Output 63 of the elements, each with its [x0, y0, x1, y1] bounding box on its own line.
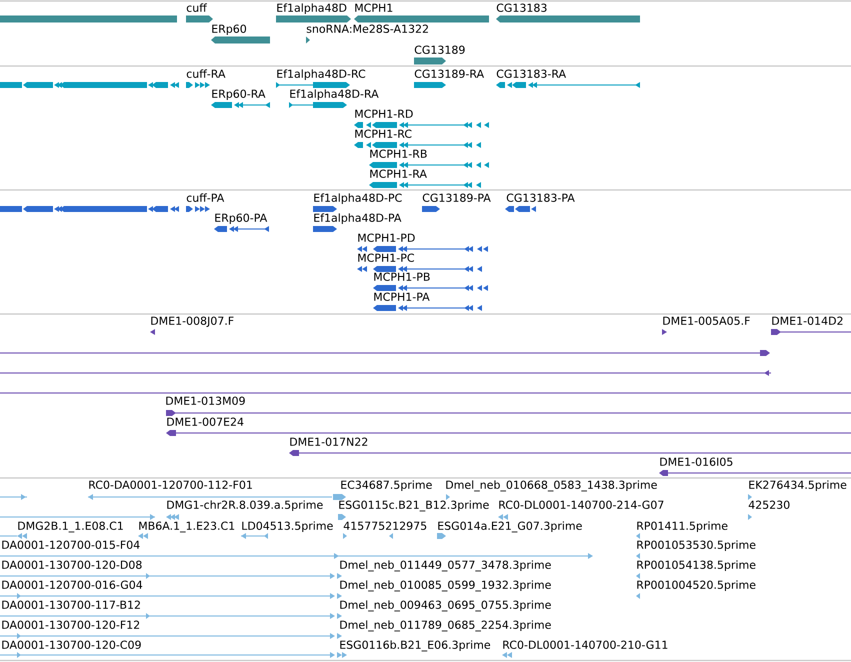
- feature-label: ERp60-PA: [215, 214, 268, 224]
- feature-label: CG13183-PA: [506, 194, 575, 202]
- feature-label: RP001053530.5prime: [637, 540, 756, 552]
- feature-label: Ef1alpha48D: [277, 3, 346, 14]
- feature-label: snoRNA:Me28S-A1322: [306, 24, 428, 33]
- feature-label: EC34687.5prime: [341, 480, 432, 492]
- feature-label: MB6A.1_1.E23.C1: [139, 522, 234, 532]
- feature-label: DA0001-130700-120-D08: [2, 560, 142, 569]
- feature-label: ERp60-RA: [212, 90, 266, 100]
- feature-label: DA0001-130700-117-B12: [2, 600, 140, 609]
- feature-label: Dmel_neb_009463_0695_0755.3prime: [340, 600, 551, 612]
- feature-label: 415775212975: [344, 522, 426, 530]
- feature-label: EK276434.5prime: [749, 480, 846, 492]
- feature-label: RP01411.5prime: [637, 521, 728, 532]
- feature-label: CG13183: [496, 4, 546, 12]
- feature-label: DA0001-120700-016-G04: [2, 580, 142, 589]
- feature-label: DA0001-130700-120-F12: [2, 620, 140, 629]
- feature-label: Dmel_neb_011449_0577_3478.3prime: [340, 560, 551, 572]
- feature-label: DMG2B.1_1.E08.C1: [18, 522, 123, 532]
- feature-label: DMG1-chr2R.8.039.a.5prime: [167, 500, 323, 512]
- feature-label: ESG014a.E21_G07.3prime: [438, 521, 582, 532]
- feature-label: ESG0115c.B21_B12.3prime: [339, 500, 489, 512]
- feature-label: CG13189: [414, 46, 465, 54]
- feature-label: CG13189-PA: [422, 194, 491, 202]
- feature-label: cuff: [186, 3, 207, 12]
- feature-label: RP001054138.5prime: [637, 560, 756, 572]
- feature-label: MCPH1-PC: [358, 254, 414, 262]
- feature-label: RC0-DL0001-140700-214-G07: [499, 500, 664, 509]
- feature-label: Ef1alpha48D-PA: [314, 213, 402, 224]
- feature-label: RP001004520.5prime: [637, 580, 756, 592]
- feature-label: MCPH1-PA: [374, 292, 430, 301]
- feature-label: MCPH1-RD: [355, 110, 413, 118]
- feature-label: 425230: [748, 500, 790, 509]
- feature-label: RC0-DA0001-120700-112-F01: [89, 480, 252, 489]
- feature-label: MCPH1-RB: [370, 150, 427, 158]
- feature-label: cuff-RA: [186, 69, 226, 78]
- feature-label: LD04513.5prime: [242, 521, 333, 532]
- feature-label: CG13189-RA: [414, 70, 484, 78]
- feature-label: DME1-007E24: [167, 418, 244, 426]
- feature-label: MCPH1-RA: [370, 170, 427, 178]
- feature-label: Ef1alpha48D-PC: [314, 193, 402, 204]
- feature-label: DME1-013M09: [166, 396, 245, 405]
- feature-label: ERp60: [212, 24, 246, 36]
- feature-label: DME1-005A05.F: [663, 316, 750, 325]
- feature-label: DA0001-120700-015-F04: [2, 540, 140, 549]
- feature-label: DME1-017N22: [290, 438, 368, 446]
- feature-label: RC0-DL0001-140700-210-G11: [503, 640, 668, 649]
- feature-label: Ef1alpha48D-RA: [290, 89, 379, 100]
- feature-label: Dmel_neb_010668_0583_1438.3prime: [446, 480, 657, 492]
- feature-label: MCPH1: [355, 4, 392, 12]
- feature-label: DME1-008J07.F: [151, 316, 234, 327]
- feature-label: MCPH1-PB: [374, 272, 430, 281]
- feature-label: Dmel_neb_011789_0685_2254.3prime: [340, 620, 551, 632]
- feature-label: DME1-014D2: [772, 316, 842, 325]
- feature-label: Ef1alpha48D-RC: [277, 69, 366, 80]
- feature-label: DA0001-130700-120-C09: [2, 640, 141, 649]
- feature-label: Dmel_neb_010085_0599_1932.3prime: [340, 580, 551, 592]
- feature-label: CG13183-RA: [496, 70, 566, 78]
- feature-label: cuff-PA: [186, 193, 224, 202]
- feature-label: ESG0116b.B21_E06.3prime: [340, 640, 490, 652]
- feature-label: MCPH1-PD: [358, 234, 415, 242]
- feature-label: DME1-016I05: [660, 458, 732, 466]
- feature-label: MCPH1-RC: [355, 130, 412, 138]
